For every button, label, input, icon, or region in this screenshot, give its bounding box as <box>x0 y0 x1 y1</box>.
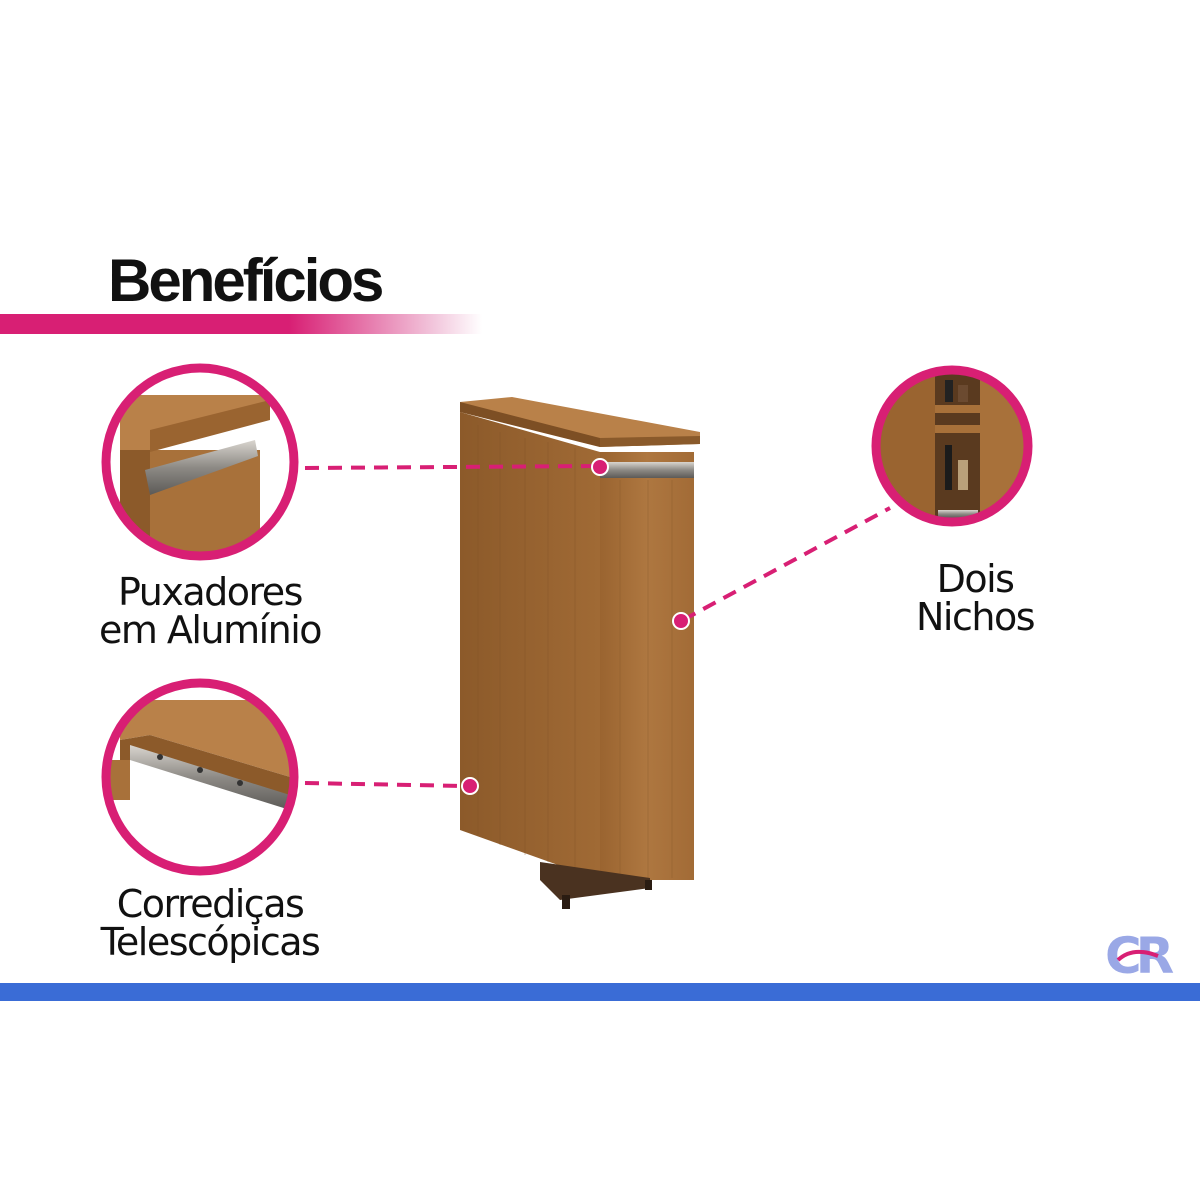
logo-text: CR <box>1105 927 1174 985</box>
feature-label-line: Puxadores <box>118 570 303 614</box>
feature-label-line: Nichos <box>915 595 1036 639</box>
brand-logo-icon: CR <box>1105 927 1180 985</box>
title-underline-bar <box>0 314 482 334</box>
feature-label-line: em Alumínio <box>98 608 323 652</box>
feature-label-two-niches: Dois Nichos <box>860 560 1090 636</box>
page-title: Benefícios <box>108 247 384 314</box>
footer-accent-bar <box>0 983 1200 1001</box>
connector-lines <box>304 464 891 788</box>
feature-label-line: Corrediças <box>116 882 305 926</box>
connector-dots <box>461 458 690 795</box>
aluminum-handle-detail-icon <box>101 363 299 561</box>
two-niches-detail-icon <box>871 365 1033 527</box>
feature-label-aluminum-handles: Puxadores em Alumínio <box>80 573 340 649</box>
telescopic-slide-detail-icon <box>101 678 299 876</box>
feature-label-line: Dois <box>936 557 1015 601</box>
feature-label-telescopic-slides: Corrediças Telescópicas <box>80 885 340 961</box>
cabinet <box>460 397 700 909</box>
feature-label-line: Telescópicas <box>100 920 321 964</box>
